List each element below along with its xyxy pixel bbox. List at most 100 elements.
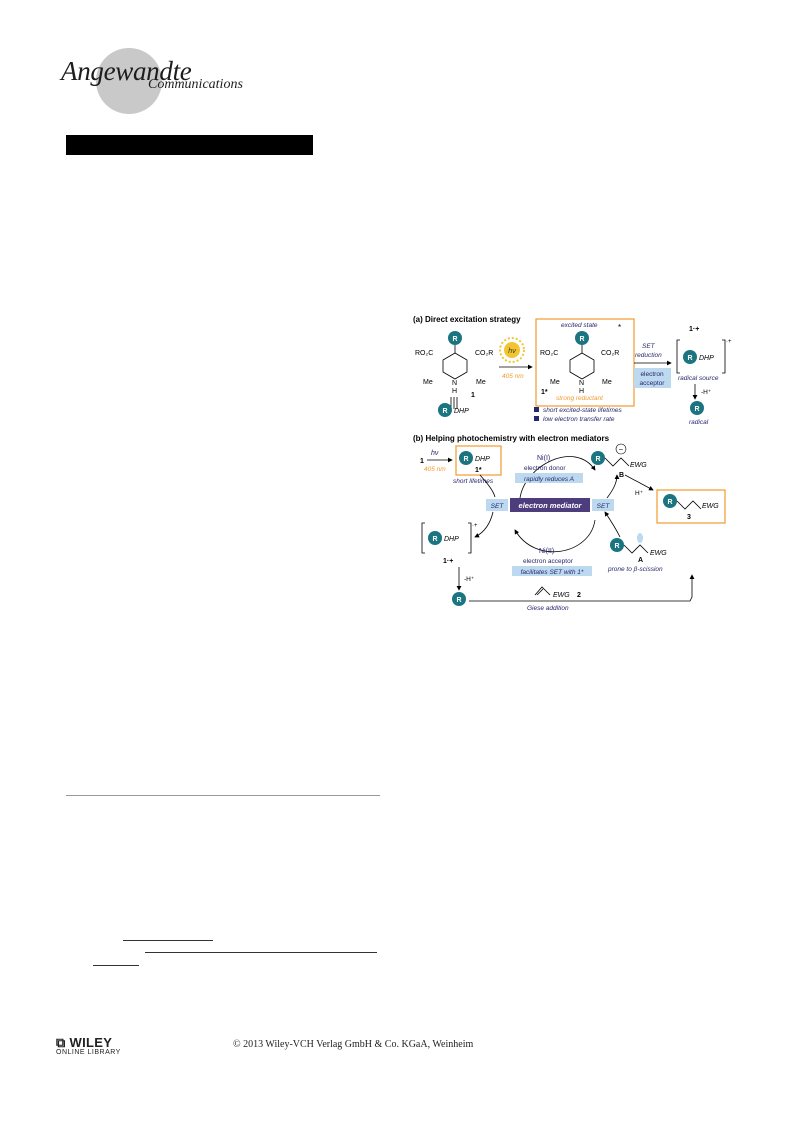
svg-text:R: R (432, 536, 437, 543)
set-box-left (486, 499, 508, 511)
link-underline[interactable] (93, 965, 139, 966)
wavelength-label: 405 nm (502, 373, 524, 380)
svg-text:DHP: DHP (454, 408, 469, 415)
journal-logo-main: Angewandte (61, 56, 192, 86)
copyright-notice: © 2013 Wiley-VCH Verlag GmbH & Co. KGaA,… (233, 1039, 474, 1050)
svg-text:*: * (618, 323, 621, 332)
svg-text:1·+: 1·+ (443, 558, 453, 565)
svg-text:R: R (694, 406, 699, 413)
svg-text:electron: electron (640, 371, 664, 378)
svg-text:strong reductant: strong reductant (556, 395, 604, 402)
svg-text:EWG: EWG (650, 550, 667, 557)
svg-text:R: R (667, 499, 672, 506)
reaction-arrow (479, 474, 496, 498)
svg-text:DHP: DHP (475, 456, 490, 463)
book-icon: ⧉ (56, 1035, 66, 1050)
r-group-icon (459, 451, 473, 465)
hv-label: hν (431, 450, 439, 457)
svg-text:1*: 1* (541, 389, 548, 396)
rapidly-reduces-box (515, 473, 583, 483)
svg-text:3: 3 (687, 514, 691, 521)
svg-text:Me: Me (550, 379, 560, 386)
link-underline[interactable] (145, 952, 377, 953)
svg-text:B: B (619, 472, 624, 479)
reduction-label: reduction (635, 352, 662, 359)
svg-text:R: R (456, 597, 461, 604)
svg-text:1: 1 (471, 392, 475, 399)
svg-text:RO₂C: RO₂C (415, 350, 433, 357)
svg-text:EWG: EWG (702, 503, 719, 510)
facilitates-box (512, 566, 592, 576)
svg-text:RO₂C: RO₂C (540, 350, 558, 357)
reaction-arrow (474, 511, 494, 538)
reaction-arrow (604, 511, 621, 538)
cycle-arc (514, 519, 596, 553)
svg-text:prone to β-scission: prone to β-scission (607, 566, 663, 573)
excited-state-box (455, 445, 502, 476)
svg-text:·+: ·+ (726, 339, 732, 345)
compound-label: 2 (577, 592, 581, 599)
product-3: R EWG 3 (663, 494, 719, 521)
svg-text:·+: ·+ (472, 523, 478, 529)
compound-label: 1 (420, 458, 424, 465)
ni2-label: Ni(II) (539, 548, 554, 555)
bullet-text: short excited-state lifetimes (543, 407, 623, 414)
radical-cation: 1·+ ·+ R DHP radical source -H⁺ R radica… (676, 326, 732, 426)
svg-text:CO₂R: CO₂R (601, 350, 619, 357)
dhp-structure-excited: excited state * R RO₂C CO₂R Me Me N H 1*… (540, 322, 621, 402)
svg-text:N: N (579, 380, 584, 387)
set-label: SET (642, 343, 656, 350)
svg-text:EWG: EWG (630, 462, 647, 469)
publisher-logo: ⧉ WILEY (56, 1035, 113, 1050)
svg-text:–: – (619, 447, 623, 454)
svg-text:H⁺: H⁺ (635, 490, 644, 497)
svg-text:H: H (452, 388, 457, 395)
short-lifetimes-label: short lifetimes (453, 478, 494, 485)
logo-circle (96, 48, 162, 114)
svg-text:R: R (595, 456, 600, 463)
electron-acceptor-label: electron acceptor (523, 558, 574, 565)
giese-arrow (469, 574, 695, 602)
svg-text:-H⁺: -H⁺ (701, 389, 712, 396)
svg-text:radical: radical (689, 419, 709, 426)
svg-text:R: R (614, 543, 619, 550)
reaction-scheme-figure: (a) Direct excitation strategy R RO₂C CO… (413, 315, 732, 612)
panel-a-title: (a) Direct excitation strategy (413, 315, 521, 324)
svg-text:1·+: 1·+ (689, 326, 699, 333)
svg-text:DHP: DHP (444, 536, 459, 543)
svg-text:R: R (452, 336, 457, 343)
svg-text:rapidly reduces A: rapidly reduces A (524, 476, 574, 483)
svg-text:hν: hν (508, 348, 516, 355)
svg-text:electron mediator: electron mediator (519, 501, 583, 510)
svg-text:H: H (579, 388, 584, 395)
radical-cation-b: ·+ R DHP 1·+ -H⁺ R (421, 522, 478, 606)
electron-mediator-box (510, 498, 590, 512)
giese-label: Giese addition (527, 605, 569, 612)
svg-text:Me: Me (423, 379, 433, 386)
footnote-rule (66, 795, 380, 796)
journal-logo-sub: Communications (148, 77, 243, 92)
excited-state-box (535, 318, 635, 407)
set-box-right (592, 499, 614, 511)
electron-acceptor-box (634, 368, 671, 388)
svg-text:-H⁺: -H⁺ (464, 576, 475, 583)
svg-text:R: R (463, 456, 468, 463)
link-underline[interactable] (123, 940, 213, 941)
svg-text:CO₂R: CO₂R (475, 350, 493, 357)
svg-text:facilitates SET with 1*: facilitates SET with 1* (521, 569, 584, 576)
product-box (656, 489, 726, 524)
svg-text:excited state: excited state (561, 322, 598, 329)
bullet-icon (534, 416, 539, 421)
wavelength-label: 405 nm (424, 466, 446, 473)
publisher-sub: ONLINE LIBRARY (56, 1049, 121, 1056)
svg-text:Me: Me (602, 379, 612, 386)
svg-text:R: R (442, 408, 447, 415)
svg-text:R: R (579, 336, 584, 343)
redacted-bar (66, 135, 313, 155)
anion-b: R – EWG B H⁺ (591, 443, 654, 497)
bullet-text: low electron transfer rate (543, 416, 615, 423)
electron-donor-label: electron donor (524, 465, 566, 472)
svg-text:radical source: radical source (678, 375, 719, 382)
svg-text:R: R (687, 355, 692, 362)
dhp-structure-ground: R RO₂C CO₂R Me Me N H 1 R DHP (415, 331, 493, 417)
